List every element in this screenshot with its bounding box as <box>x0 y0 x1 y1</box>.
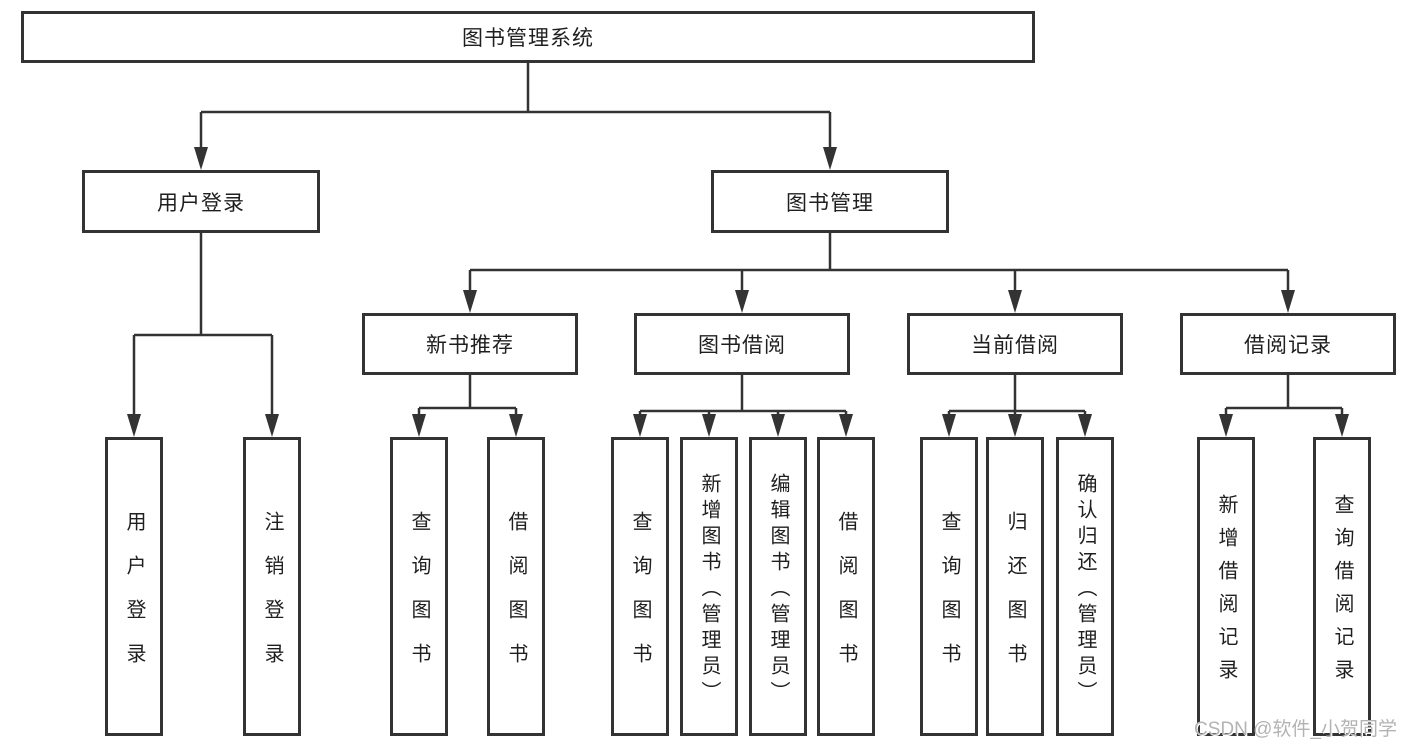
node-label: 图书管理系统 <box>462 27 594 50</box>
node-label: 注销登录 <box>261 510 283 687</box>
node-root-library-management-system: 图书管理系统 <box>21 11 1035 63</box>
node-label: 查询图书 <box>938 510 960 687</box>
node-leaf-logout: 注销登录 <box>243 437 301 736</box>
node-label: 借阅图书 <box>835 510 857 687</box>
node-leaf-query-books-current: 查询图书 <box>920 437 978 736</box>
edge-current-borrow-to-leaves <box>942 375 1092 437</box>
node-label: 查询图书 <box>408 510 430 687</box>
node-leaf-add-borrow-record: 新增借阅记录 <box>1197 437 1255 736</box>
edge-book-borrow-to-leaves <box>633 375 853 437</box>
csdn-watermark: CSDN @软件_小贺同学 <box>1194 719 1397 740</box>
node-leaf-borrow-books: 借阅图书 <box>817 437 875 736</box>
node-section-current-borrow: 当前借阅 <box>907 313 1123 375</box>
node-label: 查询借阅记录 <box>1331 494 1353 692</box>
node-branch-book-management: 图书管理 <box>711 170 949 233</box>
node-leaf-borrow-books-recommend: 借阅图书 <box>487 437 545 736</box>
edge-borrow-records-to-leaves <box>1219 375 1349 437</box>
node-leaf-add-book-admin: 新增图书（管理员） <box>680 437 738 736</box>
node-label: 归还图书 <box>1004 510 1026 687</box>
node-leaf-edit-book-admin: 编辑图书（管理员） <box>749 437 807 736</box>
node-label: 借阅图书 <box>505 510 527 687</box>
node-label: 图书管理 <box>786 191 874 215</box>
node-label: 新书推荐 <box>426 334 514 357</box>
node-leaf-user-login: 用户登录 <box>105 437 163 736</box>
node-branch-user-login: 用户登录 <box>82 170 320 233</box>
node-label: 查询图书 <box>629 510 651 687</box>
node-label: 图书借阅 <box>698 334 786 357</box>
node-leaf-query-books-borrow: 查询图书 <box>611 437 669 736</box>
edge-new-book-recommend-to-leaves <box>412 375 523 437</box>
node-section-borrow-records: 借阅记录 <box>1180 313 1396 375</box>
node-label: 编辑图书（管理员） <box>767 472 789 707</box>
node-label: 确认归还（管理员） <box>1074 472 1096 707</box>
node-leaf-confirm-return-admin: 确认归还（管理员） <box>1056 437 1114 736</box>
node-label: 新增借阅记录 <box>1215 494 1237 692</box>
node-leaf-return-book: 归还图书 <box>986 437 1044 736</box>
edge-root-to-level2 <box>194 63 837 170</box>
edge-book-management-to-level3 <box>463 233 1295 313</box>
edge-user-login-to-leaves <box>127 233 279 437</box>
node-label: 用户登录 <box>157 191 245 215</box>
node-leaf-query-borrow-record: 查询借阅记录 <box>1313 437 1371 736</box>
node-label: 新增图书（管理员） <box>698 472 720 707</box>
node-label: 当前借阅 <box>971 334 1059 357</box>
node-leaf-query-books-recommend: 查询图书 <box>390 437 448 736</box>
node-section-new-book-recommend: 新书推荐 <box>362 313 578 375</box>
node-label: 用户登录 <box>123 510 145 687</box>
node-section-book-borrow: 图书借阅 <box>634 313 850 375</box>
node-label: 借阅记录 <box>1244 334 1332 357</box>
